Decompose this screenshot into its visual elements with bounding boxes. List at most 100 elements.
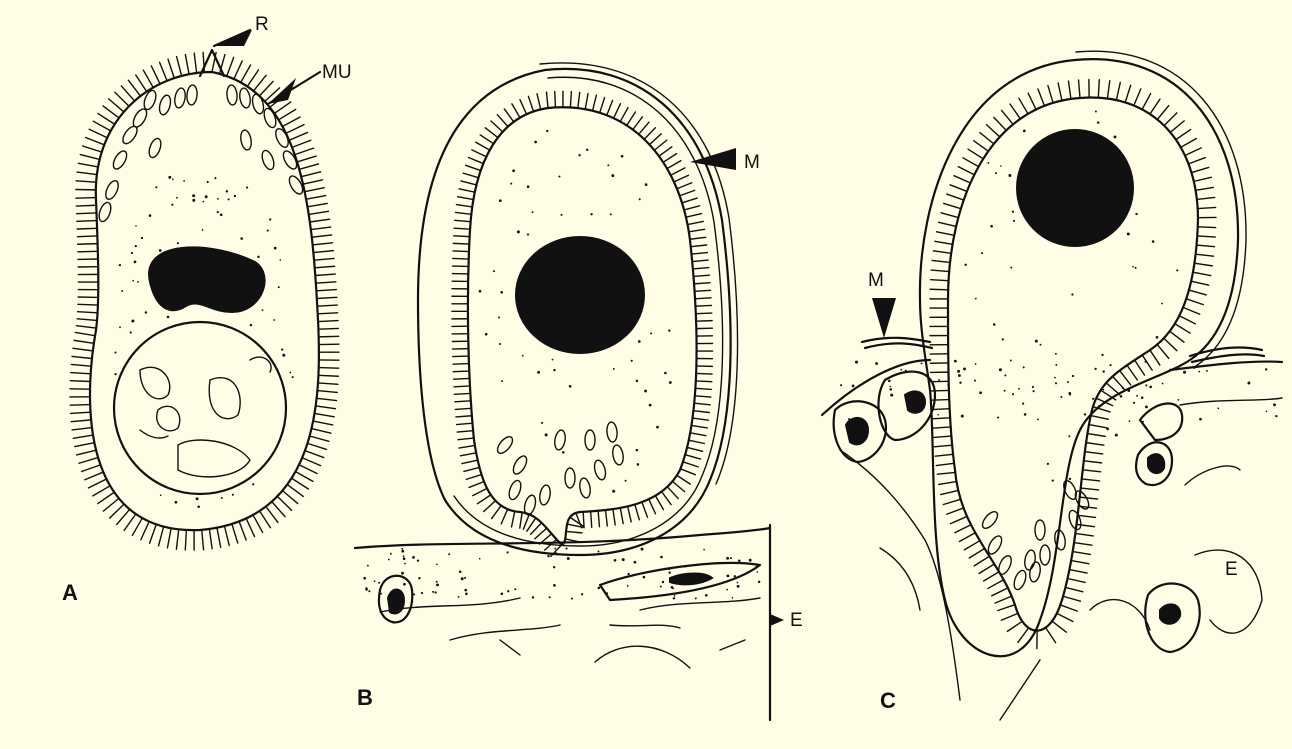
cilium <box>77 236 97 237</box>
cilium <box>693 418 709 420</box>
cilium <box>1063 596 1080 601</box>
cilium <box>1068 579 1086 583</box>
cilium <box>316 406 336 409</box>
stipple-dot <box>1010 267 1012 269</box>
stipple-dot <box>668 329 670 331</box>
cilium <box>472 150 486 157</box>
mucocyst <box>511 454 530 476</box>
cilium <box>654 140 666 150</box>
cilium <box>994 117 1006 130</box>
cilium <box>695 305 711 306</box>
mucocyst <box>1040 545 1050 565</box>
stipple-dot <box>159 249 162 252</box>
stipple-dot <box>234 195 236 197</box>
stipple-dot <box>510 183 512 185</box>
cilium <box>501 509 507 524</box>
cilium <box>1084 461 1102 463</box>
stipple-dot <box>197 506 200 509</box>
cilium <box>71 420 91 422</box>
stipple-dot <box>448 553 450 555</box>
mucocyst <box>97 201 113 223</box>
cilium <box>1135 360 1145 375</box>
cilium <box>941 213 958 218</box>
cilium <box>995 596 1012 603</box>
cilium <box>295 148 314 154</box>
stipple-dot <box>649 404 652 407</box>
mucocyst <box>226 85 238 106</box>
arrow-m-c <box>872 298 896 338</box>
stipple-dot <box>1054 377 1056 379</box>
cilium <box>317 305 337 306</box>
stipple-dot <box>567 557 570 560</box>
stipple-dot <box>631 360 633 362</box>
cilium <box>77 213 97 214</box>
stipple-dot <box>695 597 697 599</box>
cilium <box>150 524 157 543</box>
stipple-dot <box>119 326 121 328</box>
stipple-dot <box>1275 415 1277 417</box>
cilium <box>124 514 136 530</box>
cilium <box>302 458 320 466</box>
stipple-dot <box>979 391 982 394</box>
stipple-dot <box>1072 375 1074 377</box>
cilium <box>1194 263 1212 266</box>
stipple-dot <box>155 186 157 188</box>
stipple-dot <box>1047 463 1049 465</box>
label-e-c: E <box>1225 559 1238 580</box>
stipple-dot <box>1103 389 1105 391</box>
stipple-dot <box>177 242 179 244</box>
cilium <box>459 445 475 448</box>
stipple-dot <box>1132 266 1134 268</box>
cilium <box>241 65 251 82</box>
stipple-dot <box>937 414 939 416</box>
stipple-dot <box>906 399 908 401</box>
cilium <box>176 529 178 549</box>
cilium <box>1086 443 1104 446</box>
cilium <box>253 515 263 533</box>
stipple-dot <box>974 380 976 382</box>
stipple-dot <box>590 213 592 215</box>
stipple-dot <box>1098 405 1100 407</box>
stipple-dot <box>1199 418 1202 421</box>
stipple-dot <box>541 422 543 424</box>
stipple-dot <box>1141 396 1144 399</box>
stipple-dot <box>755 566 758 569</box>
cilium <box>1176 129 1191 139</box>
cilium <box>259 81 273 96</box>
cilium <box>485 128 498 138</box>
stipple-dot <box>1133 402 1135 404</box>
mucocyst <box>238 87 251 108</box>
cilium <box>635 504 639 519</box>
cilium <box>570 92 571 108</box>
cilium <box>555 91 556 107</box>
cilium <box>491 121 503 132</box>
stipple-dot <box>1033 390 1035 392</box>
cilium <box>1065 587 1082 591</box>
cilium <box>98 492 114 503</box>
mucocyst <box>553 429 566 450</box>
cilium <box>457 423 473 424</box>
stipple-dot <box>1032 386 1034 388</box>
stipple-dot <box>205 195 208 198</box>
cilium <box>313 421 333 425</box>
stipple-dot <box>558 175 560 177</box>
stipple-dot <box>498 317 500 319</box>
stipple-dot <box>220 214 223 217</box>
cilium <box>79 458 98 464</box>
stipple-dot <box>512 169 515 172</box>
cilium <box>696 313 712 314</box>
stipple-dot <box>522 355 524 357</box>
cilium <box>455 401 471 402</box>
cilium <box>299 164 318 169</box>
stipple-dot <box>554 548 556 550</box>
cilium <box>315 413 335 416</box>
mucocyst <box>986 534 1005 556</box>
stipple-dot <box>1068 435 1070 437</box>
stipple-dot <box>569 385 572 388</box>
cilium <box>454 228 470 229</box>
cilium <box>591 511 592 527</box>
cilium <box>1018 628 1029 643</box>
stipple-dot <box>160 494 162 496</box>
stipple-dot <box>1067 381 1069 383</box>
cilium <box>132 518 142 535</box>
